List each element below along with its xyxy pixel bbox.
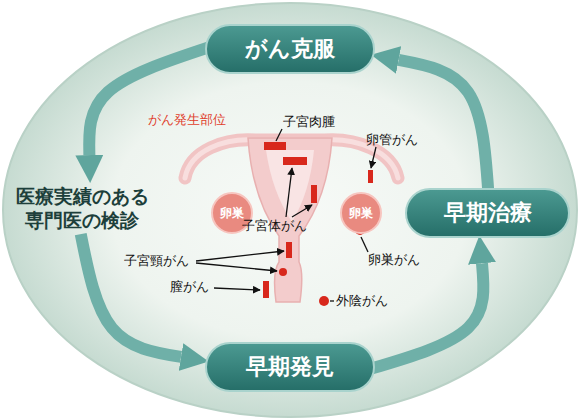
tube-mark <box>368 170 373 183</box>
leader-line <box>196 251 284 261</box>
sarcoma-mark <box>264 142 286 150</box>
vagina-mark <box>263 281 269 298</box>
step-pill: 早期治療 <box>405 188 570 238</box>
leader-line <box>361 237 368 252</box>
callout-label: 卵管がん <box>366 132 418 148</box>
pill-shape <box>206 343 374 391</box>
cycle-arrow <box>399 60 489 192</box>
ovary-shape <box>341 193 381 233</box>
pill-shape <box>406 189 569 237</box>
vulva-mark <box>319 296 329 306</box>
corpus-mark <box>311 185 317 203</box>
leader-line <box>371 147 376 168</box>
leader-line <box>330 300 334 301</box>
corpus-mark <box>283 157 307 165</box>
leader-line <box>286 168 292 217</box>
pill-shape <box>206 25 374 73</box>
callout-label: 卵巣がん <box>368 252 420 268</box>
node-label: 早期発見 <box>246 353 334 381</box>
callout-label: 子宮体がん <box>242 218 307 234</box>
section-heading: がん発生部位 <box>148 112 226 128</box>
leader-line <box>292 205 312 217</box>
step-pill: 早期発見 <box>205 342 375 392</box>
callout-label: 子宮頸がん <box>124 253 189 269</box>
step-text: 医療実績のある 専門医の検診 <box>4 180 160 238</box>
node-label: 早期治療 <box>444 199 532 227</box>
leader-line <box>214 288 260 290</box>
callout-label: 子宮肉腫 <box>283 114 335 130</box>
node-label: 卵巣 <box>349 206 373 221</box>
cycle-arrow <box>81 234 181 357</box>
node-label: 医療実績のある 専門医の検診 <box>4 185 160 233</box>
callout-label: 外陰がん <box>336 293 388 309</box>
leader-line <box>276 129 282 141</box>
ovary-circle: 卵巣 <box>340 192 382 234</box>
uterine-cavity <box>266 150 314 222</box>
node-label: がん克服 <box>245 35 335 63</box>
cycle-arrow <box>371 263 483 368</box>
callout-label: 膣がん <box>170 279 209 295</box>
cervix-mark <box>286 242 292 258</box>
cervix-mark <box>279 268 287 276</box>
cycle-arrow <box>89 47 209 155</box>
goal-pill: がん克服 <box>205 24 375 74</box>
node-label: 卵巣 <box>220 206 244 221</box>
leader-line <box>196 263 277 271</box>
background-ellipse <box>3 3 577 417</box>
